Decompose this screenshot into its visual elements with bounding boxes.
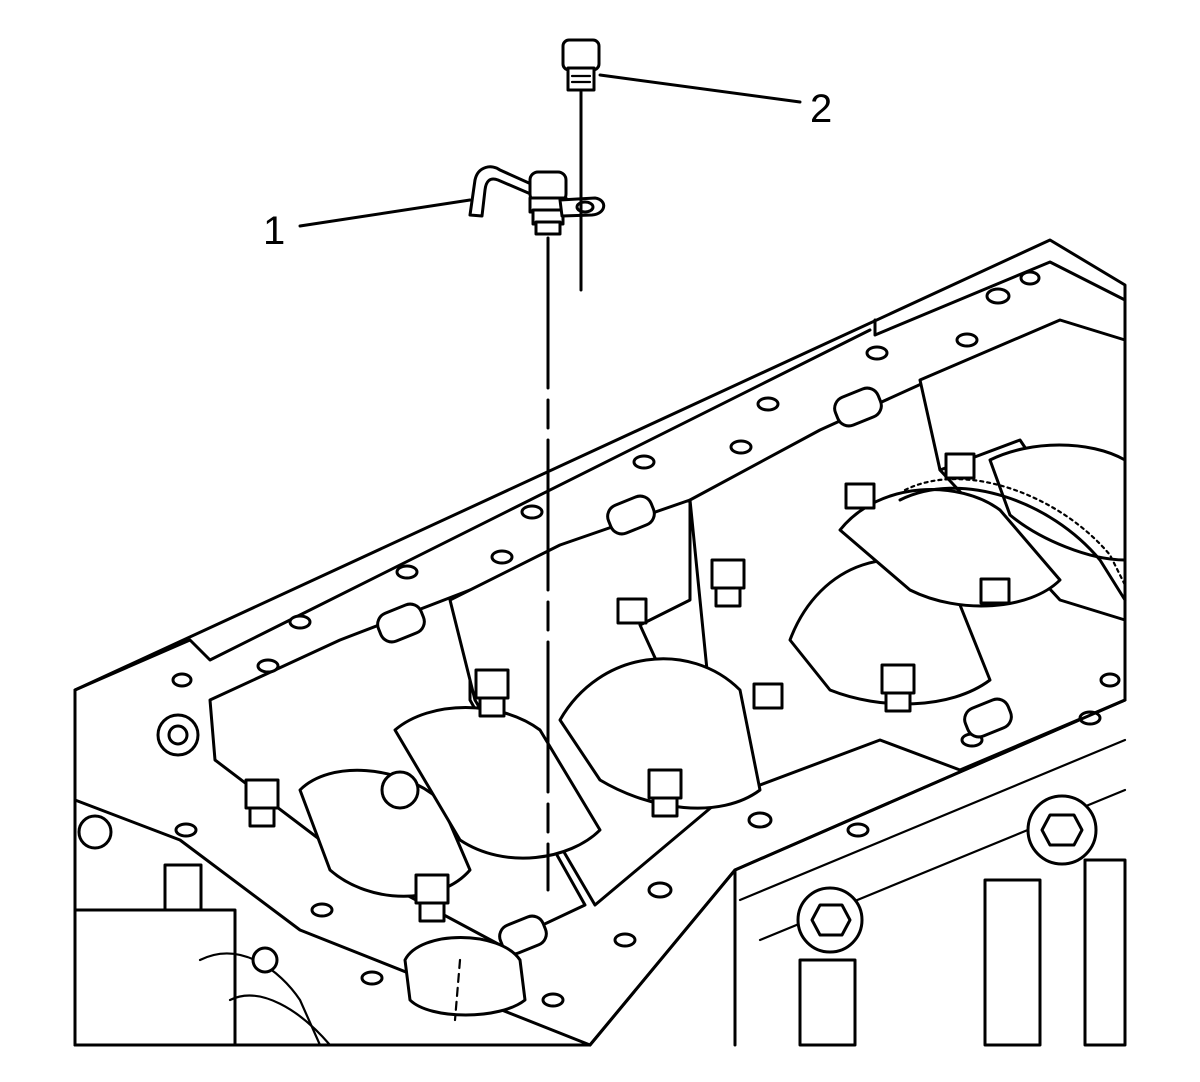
callout-1-label: 1 (263, 209, 285, 253)
callout-2-leader (598, 73, 802, 104)
crank-counterweight-6 (988, 443, 1127, 562)
block-side-ribs (738, 738, 1127, 902)
engine-block (73, 238, 1127, 1047)
deck-bolt-holes (171, 270, 1121, 1008)
deck-bosses (156, 386, 1013, 956)
piston-oil-jet (468, 165, 606, 236)
deck-flange-edge (873, 260, 1127, 337)
crank-counterweight-5 (838, 488, 1062, 608)
main-bearing-bolts (244, 452, 1011, 923)
lower-left-details (73, 863, 527, 1047)
ring-gear (898, 486, 1127, 602)
oil-jet-bolt (561, 38, 601, 92)
crank-counterweight-3 (558, 657, 762, 810)
crank-counterweight-1 (298, 768, 472, 898)
ring-gear-teeth (903, 477, 1127, 587)
callout-1-leader (298, 198, 472, 228)
lower-side-bosses (77, 794, 1127, 1047)
deck-front-edge (73, 328, 872, 692)
callout-2-label: 2 (810, 87, 832, 131)
